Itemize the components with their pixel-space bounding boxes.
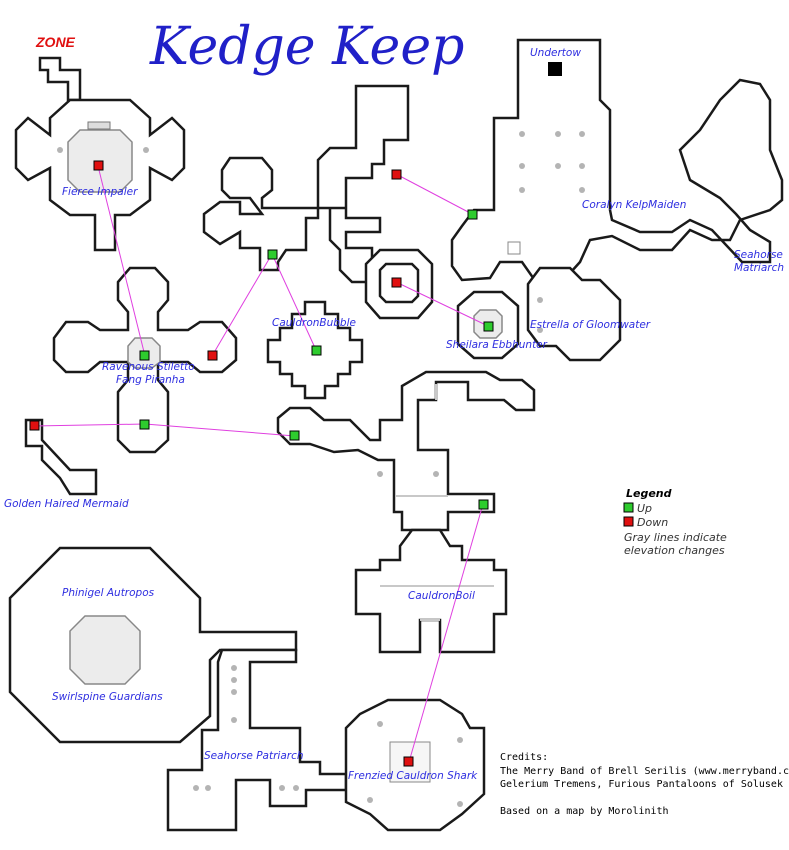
label-undertow: Undertow	[530, 47, 581, 59]
link-boil-shark	[408, 503, 484, 763]
legend-up-swatch	[623, 502, 634, 513]
marker-down-mermaid	[29, 420, 40, 431]
legend: Legend Up Down Gray lines indicate eleva…	[623, 487, 727, 557]
label-phinigel: Phinigel Autropos	[62, 587, 155, 599]
marker-up-stiletto	[139, 350, 150, 361]
label-cauldron-boil: CauldronBoil	[408, 590, 475, 602]
room-undertow-complex	[450, 38, 784, 284]
link-top-pair	[395, 173, 473, 215]
room-phinigel	[8, 546, 298, 744]
link-stiletto-bubble	[211, 253, 273, 357]
label-seahorse-patriarch: Seahorse Patriarch	[204, 750, 304, 762]
map-title: Kedge Keep	[149, 17, 464, 77]
label-estrella: Estrella of Gloomwater	[530, 319, 651, 331]
marker-down-top	[391, 169, 402, 180]
link-center-sheilara	[395, 281, 489, 327]
label-cauldron-bubble: CauldronBubble	[272, 317, 356, 329]
room-cauldron-boil	[354, 528, 508, 654]
marker-updown-fang	[139, 419, 150, 430]
undertow-pillar	[507, 241, 521, 255]
credits-line-1: The Merry Band of Brell Serilis (www.mer…	[500, 766, 789, 777]
markers	[29, 160, 494, 767]
link-mermaid-corridor	[144, 423, 296, 437]
label-golden-mermaid: Golden Haired Mermaid	[4, 498, 129, 510]
legend-up-label: Up	[637, 502, 652, 515]
label-ravenous-stiletto: Ravenous Stiletto	[102, 361, 195, 373]
label-fang-piranha: Fang Piranha	[116, 374, 185, 386]
legend-down-swatch	[623, 516, 634, 527]
label-fierce-impaler: Fierce Impaler	[62, 186, 138, 198]
zone-marker: ZONE	[35, 34, 76, 50]
label-coralyn: Coralyn KelpMaiden	[582, 199, 686, 211]
room-estrella	[526, 266, 622, 362]
label-sheilara: Sheilara Ebbhunter	[446, 339, 548, 351]
label-seahorse-matriarch-2: Matriarch	[734, 262, 784, 274]
phinigel-floor	[69, 615, 141, 685]
credits: Credits: The Merry Band of Brell Serilis…	[500, 752, 789, 817]
marker-updown-bubble	[267, 249, 278, 260]
marker-down-center	[391, 277, 402, 288]
credits-line-3: Based on a map by Morolinith	[500, 806, 669, 817]
legend-note-1: Gray lines indicate	[624, 531, 727, 544]
credits-line-2: Gelerium Tremens, Furious Pantaloons of …	[500, 779, 789, 790]
link-impaler-stiletto	[97, 165, 146, 357]
label-seahorse-matriarch-1: Seahorse	[734, 249, 783, 261]
marker-down-stiletto	[207, 350, 218, 361]
zone-corridor	[38, 56, 82, 102]
credits-heading: Credits:	[500, 752, 548, 763]
impaler-stairs	[87, 121, 111, 130]
link-mermaid	[33, 423, 146, 427]
label-swirlspine: Swirlspine Guardians	[52, 691, 163, 703]
legend-note-2: elevation changes	[624, 544, 725, 557]
room-seahorse-patriarch	[166, 648, 348, 832]
room-cauldron-bubble-complex	[202, 84, 410, 284]
label-frenzied-shark: Frenzied Cauldron Shark	[348, 770, 478, 782]
marker-up-corridor	[289, 430, 300, 441]
connections	[33, 165, 489, 763]
marker-up-bubble	[311, 345, 322, 356]
undertow-block	[548, 62, 562, 76]
marker-up-boil	[478, 499, 489, 510]
link-bubble	[271, 253, 317, 351]
marker-up-sheilara	[483, 321, 494, 332]
marker-down-shark	[403, 756, 414, 767]
marker-down-impaler	[93, 160, 104, 171]
legend-title: Legend	[626, 487, 672, 500]
corridor-south	[276, 370, 536, 532]
marker-up-top	[467, 209, 478, 220]
legend-down-label: Down	[637, 516, 668, 529]
pillars	[57, 131, 585, 807]
room-golden-mermaid	[24, 418, 98, 496]
